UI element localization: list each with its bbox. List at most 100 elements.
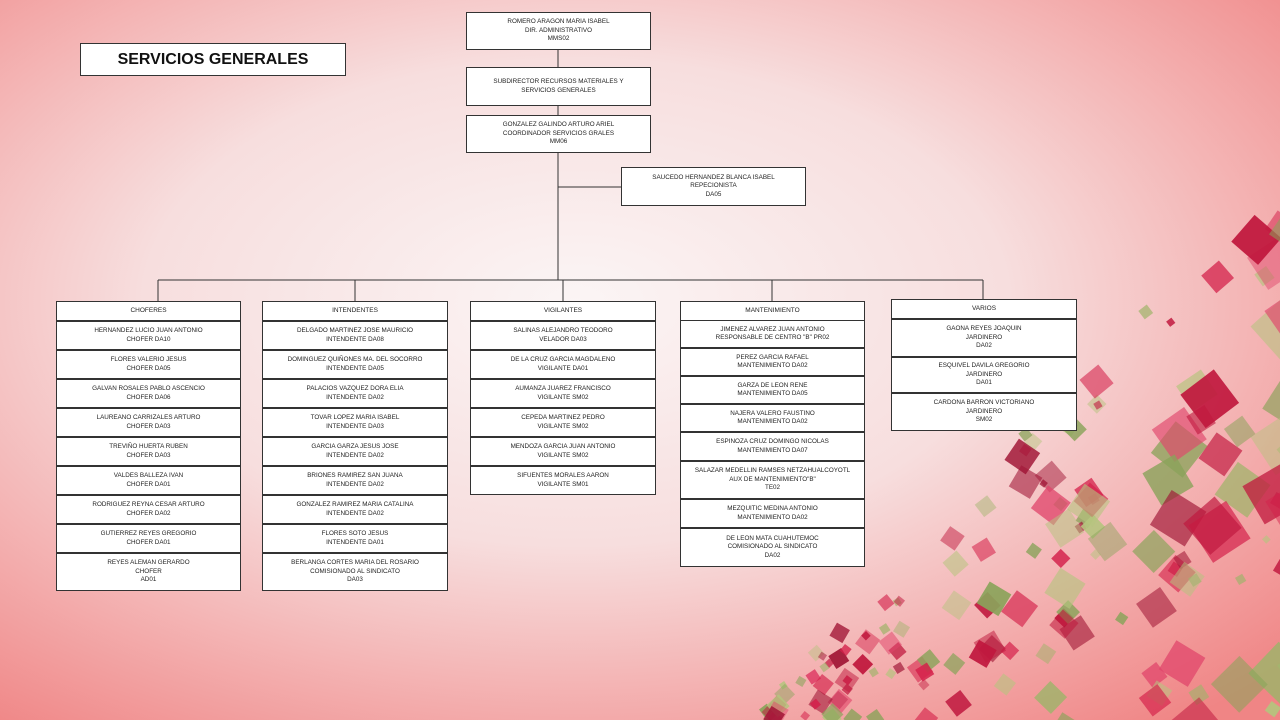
employee-box-line: INTENDENTE DA01 — [326, 538, 384, 546]
employee-box-line: DA03 — [347, 576, 363, 584]
decorative-square — [1276, 444, 1280, 456]
receptionist-box-line: SAUCEDO HERNANDEZ BLANCA ISABEL — [652, 173, 775, 181]
decorative-square — [942, 550, 969, 577]
decorative-square — [878, 623, 891, 635]
employee-box-line: VIGILANTE SM02 — [537, 393, 589, 401]
top-box-3-line: COORDINADOR SERVICIOS GRALES — [502, 129, 615, 137]
decorative-square — [1142, 454, 1194, 506]
employee-box-line: ESPINOZA CRUZ DOMINGO NICOLAS — [716, 438, 829, 445]
decorative-square — [993, 673, 1017, 696]
employee-box-line: INTENDENTE DA02 — [326, 393, 384, 401]
column-header-0: CHOFERES — [56, 301, 241, 321]
decorative-square — [940, 526, 965, 551]
decorative-square — [1115, 611, 1129, 626]
employee-box-line: CHOFER DA06 — [126, 393, 171, 401]
decorative-square — [1035, 643, 1057, 665]
decorative-square — [1198, 432, 1243, 477]
decorative-square — [834, 667, 860, 693]
decorative-square — [893, 595, 906, 607]
column-header-2: VIGILANTES — [470, 301, 656, 321]
employee-box-line: GUTIERREZ REYES GREGORIO — [100, 530, 197, 537]
decorative-square — [1001, 590, 1039, 628]
decorative-square — [974, 495, 997, 518]
decorative-square — [1087, 521, 1128, 562]
receptionist-box-line: REPECIONISTA — [690, 182, 737, 190]
decorative-square — [943, 652, 966, 675]
employee-box-line: JARDINERO — [965, 370, 1003, 378]
employee-box-line: ESQUIVEL DAVILA GREGORIO — [938, 362, 1030, 370]
employee-box-line: VIGILANTE SM02 — [537, 422, 589, 430]
employee-box-line: LAUREANO CARRIZALES ARTURO — [96, 414, 201, 421]
decorative-square — [1183, 496, 1242, 555]
employee-box-line: CHOFER DA01 — [126, 538, 171, 546]
employee-box-line: AUMANZA JUAREZ FRANCISCO — [515, 385, 611, 392]
decorative-square — [868, 667, 879, 678]
employee-box-line: MANTENIMIENTO DA02 — [737, 418, 808, 425]
employee-box-line: FLORES VALERIO JESUS — [110, 356, 187, 363]
decorative-square — [1262, 535, 1271, 544]
decorative-square — [1264, 288, 1280, 345]
decorative-square — [763, 705, 785, 720]
employee-box-line: JARDINERO — [965, 333, 1003, 341]
decorative-square — [1049, 609, 1079, 639]
decorative-square — [839, 643, 852, 656]
decorative-square — [1210, 655, 1268, 713]
decorative-square — [1051, 548, 1071, 569]
decorative-square — [1250, 411, 1280, 476]
top-box-1-line: ROMERO ARAGON MARIA ISABEL — [507, 18, 610, 26]
employee-box-line: CHOFER DA10 — [126, 335, 171, 343]
employee-box-line: NAJERA VALERO FAUSTINO — [730, 409, 815, 417]
employee-box-line: SIFUENTES MORALES AARON — [517, 472, 609, 479]
decorative-square — [1141, 661, 1168, 689]
employee-box-line: CHOFER DA05 — [126, 364, 171, 372]
decorative-square — [1025, 542, 1042, 559]
decorative-square — [1067, 483, 1111, 527]
employee-box-line: INTENDENTE DA08 — [326, 335, 384, 343]
employee-box-line: SALAZAR MEDELLIN RAMSES NETZAHUALCOYOTL — [694, 467, 851, 475]
decorative-square — [1166, 317, 1176, 327]
decorative-square — [1039, 479, 1048, 488]
employee-box-line: DE LA CRUZ GARCIA MAGDALENO — [510, 356, 616, 363]
employee-box-line: JARDINERO — [965, 407, 1003, 415]
employee-box-line: VALDES BALLEZA IVAN — [113, 472, 184, 479]
decorative-square — [1132, 529, 1176, 574]
employee-box-line: GARCIA GARZA JESUS JOSE — [311, 443, 399, 450]
top-box-2-line: SERVICIOS GENERALES — [521, 86, 596, 94]
decorative-square — [877, 594, 895, 612]
employee-box-line: MANTENIMIENTO DA02 — [737, 362, 808, 369]
employee-box-line: TE02 — [764, 484, 781, 492]
decorative-square — [878, 631, 902, 655]
decorative-square — [829, 622, 850, 644]
decorative-square — [918, 679, 930, 691]
decorative-square — [778, 680, 788, 690]
decorative-square — [914, 707, 939, 720]
employee-box-line: DOMINGUEZ QUIÑONES MA. DEL SOCORRO — [287, 356, 423, 363]
decorative-square — [1180, 369, 1240, 429]
employee-box-line: BERLANGA CORTES MARIA DEL ROSARIO — [291, 559, 419, 567]
employee-box-line: GAONA REYES JOAQUIN — [946, 325, 1022, 333]
employee-box-line: GALVAN ROSALES PABLO ASCENCIO — [92, 385, 205, 392]
employee-box-line: MANTENIMIENTO DA05 — [737, 390, 808, 397]
decorative-square — [1090, 549, 1101, 560]
employee-box-line: PEREZ GARCIA RAFAEL — [736, 353, 809, 361]
top-box-3-line: GONZALEZ GALINDO ARTURO ARIEL — [502, 121, 615, 129]
decorative-square — [976, 581, 1012, 617]
decorative-square — [1138, 304, 1154, 320]
decorative-square — [1000, 641, 1020, 661]
